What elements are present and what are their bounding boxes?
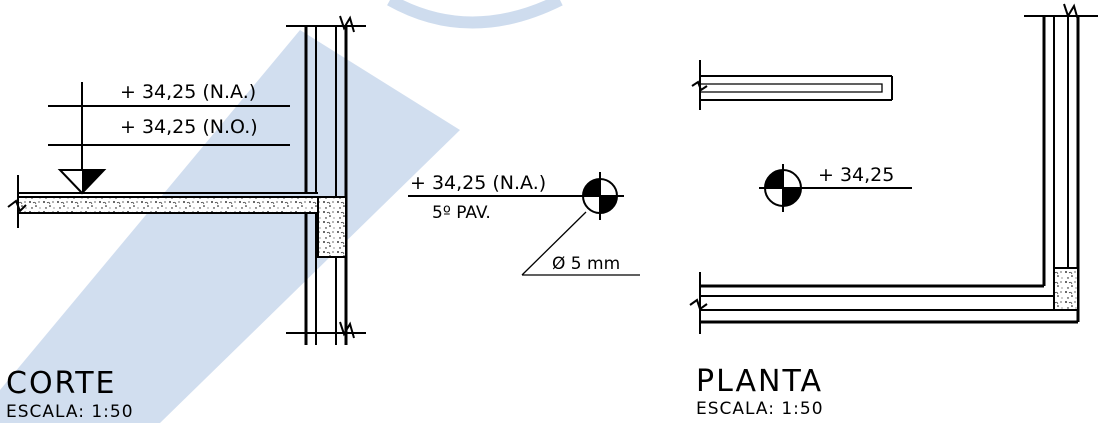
wall-top-break-symbol-icon [339,15,355,33]
legend-level-na-label: + 34,25 (N.A.) [410,172,546,194]
wall-bottom-break-symbol-icon [339,321,355,339]
stub-inner-line [700,83,883,93]
corte-scale: ESCALA: 1:50 [6,402,134,422]
diameter-leader-line [521,211,587,276]
legend-floor-label: 5º PAV. [432,203,491,223]
watermark-emblem-arc [387,0,563,29]
slab-concrete [17,196,319,214]
legend-diameter-label: Ø 5 mm [552,254,620,274]
l-wall-corner-concrete [1053,267,1079,311]
planta-scale: ESCALA: 1:50 [696,399,824,419]
l-wall-left-break-symbol-icon [689,298,708,311]
planta-level-target-icon [759,164,807,212]
level-target-symbol-icon [576,172,624,220]
corte-level-no-label: + 34,25 (N.O.) [120,116,258,138]
planta-level-label: + 34,25 [818,164,894,186]
level-symbol-legend: + 34,25 (N.A.) 5º PAV. Ø 5 mm [408,172,640,276]
corte-level-na-label: + 34,25 (N.A.) [120,81,256,103]
l-wall-top-break-symbol-icon [1063,3,1079,21]
planta-title: PLANTA [696,364,823,399]
stub-break-symbol-icon [691,80,708,92]
slab-break-symbol-icon [7,199,27,213]
corte-title: CORTE [6,366,117,401]
wall-concrete-block [317,196,347,258]
corte-section: + 34,25 (N.A.) + 34,25 (N.O.) CORTE ESCA… [6,15,366,422]
planta-plan: + 34,25 PLANTA ESCALA: 1:50 [689,3,1098,419]
